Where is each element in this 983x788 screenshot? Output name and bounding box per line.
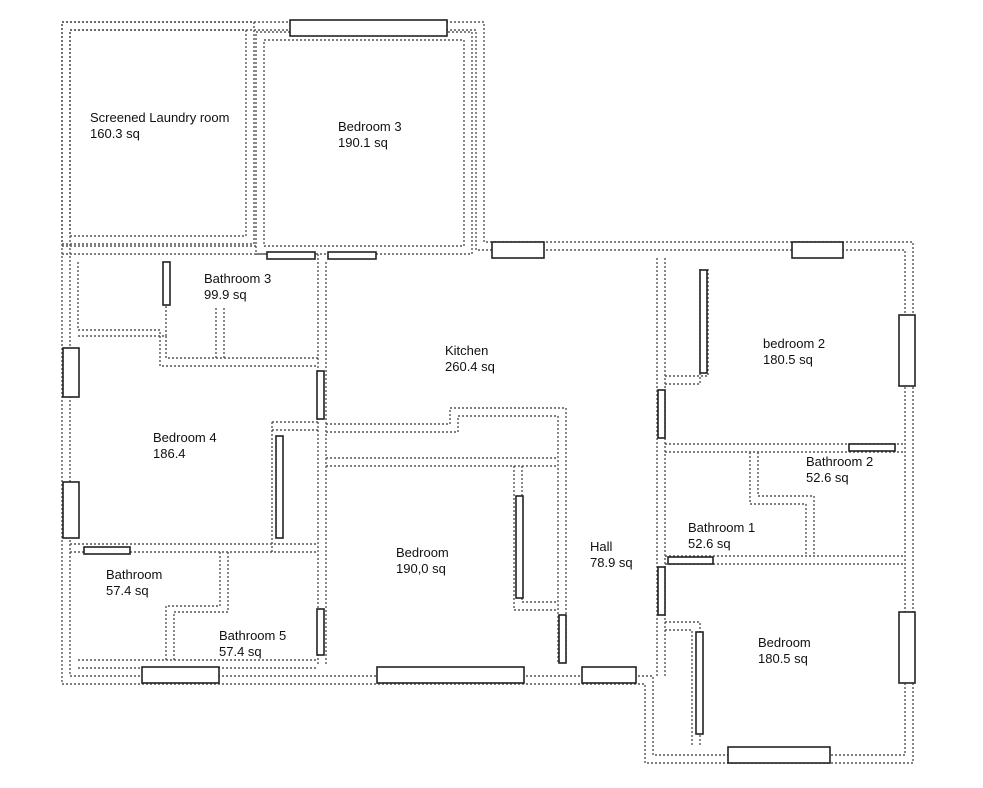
bedroom3-name: Bedroom 3 bbox=[338, 119, 402, 134]
bedroom-center-wall bbox=[326, 457, 558, 611]
bathroom3-area: 99.9 sq bbox=[204, 287, 247, 302]
windows bbox=[62, 19, 916, 764]
window-bathroom-south bbox=[141, 666, 220, 684]
closet-bedroom-center bbox=[515, 495, 524, 599]
bathroom2-area: 52.6 sq bbox=[806, 470, 849, 485]
laundry-room-outline bbox=[61, 21, 255, 245]
laundry-area: 160.3 sq bbox=[90, 126, 140, 141]
closet-bedroom-se bbox=[695, 631, 704, 735]
door-bedroom-center bbox=[558, 614, 567, 664]
bedroom4-name: Bedroom 4 bbox=[153, 430, 217, 445]
window-bedroom2-north bbox=[791, 241, 844, 259]
bedroom4-walls bbox=[70, 421, 318, 669]
bathroom5-wall-path bbox=[78, 552, 318, 669]
bathroom3-wall-path bbox=[77, 262, 318, 367]
room-labels: Screened Laundry room 160.3 sq Bedroom 3… bbox=[90, 110, 873, 666]
door-bathroom bbox=[83, 546, 131, 555]
kitchen-walls bbox=[326, 407, 567, 664]
door-kitchen-west bbox=[316, 370, 325, 420]
door-bedroom-se bbox=[657, 566, 666, 616]
window-bedroom2-east bbox=[898, 314, 916, 387]
east-wing-walls bbox=[656, 258, 905, 746]
kitchen-area: 260.4 sq bbox=[445, 359, 495, 374]
window-kitchen-north bbox=[491, 241, 545, 259]
door-bathroom5 bbox=[316, 608, 325, 656]
closet-bedroom4 bbox=[275, 435, 284, 539]
laundry-room-inner bbox=[69, 29, 247, 237]
window-bedroom4-1 bbox=[62, 347, 80, 398]
bathroom3-name: Bathroom 3 bbox=[204, 271, 271, 286]
door-bathroom2 bbox=[848, 443, 896, 452]
door-bathroom3 bbox=[162, 261, 171, 306]
bathroom1-area: 52.6 sq bbox=[688, 536, 731, 551]
bedroom-se-area: 180.5 sq bbox=[758, 651, 808, 666]
window-bedroom-se-south bbox=[727, 746, 831, 764]
window-bedroom3-north bbox=[289, 19, 448, 37]
outer-wall-path bbox=[61, 21, 914, 764]
bedroom4-area: 186.4 bbox=[153, 446, 186, 461]
door-bedroom3-1 bbox=[266, 251, 316, 260]
bathroom-name: Bathroom bbox=[106, 567, 162, 582]
bathroom-area: 57.4 sq bbox=[106, 583, 149, 598]
window-hall-south bbox=[581, 666, 637, 684]
bathroom2-name: Bathroom 2 bbox=[806, 454, 873, 469]
door-bathroom1 bbox=[667, 556, 714, 565]
hall-area: 78.9 sq bbox=[590, 555, 633, 570]
bathroom1-name: Bathroom 1 bbox=[688, 520, 755, 535]
window-bedroom-se-east bbox=[898, 611, 916, 684]
window-bedroom-center-south bbox=[376, 666, 525, 684]
bedroom-center-name: Bedroom bbox=[396, 545, 449, 560]
bedroom-center-area: 190,0 sq bbox=[396, 561, 446, 576]
bedroom2-area: 180.5 sq bbox=[763, 352, 813, 367]
bedroom-se-closet-wall bbox=[665, 621, 701, 746]
kitchen-counter-wall bbox=[326, 407, 567, 664]
bedroom3-area: 190.1 sq bbox=[338, 135, 388, 150]
kitchen-name: Kitchen bbox=[445, 343, 488, 358]
bedroom-se-name: Bedroom bbox=[758, 635, 811, 650]
laundry-name: Screened Laundry room bbox=[90, 110, 229, 125]
bedroom2-name: bedroom 2 bbox=[763, 336, 825, 351]
bathroom5-area: 57.4 sq bbox=[219, 644, 262, 659]
outer-wall-inner-path bbox=[69, 29, 906, 756]
outer-walls bbox=[61, 21, 914, 764]
kitchen-west-wall bbox=[317, 254, 327, 665]
window-bedroom4-2 bbox=[62, 481, 80, 539]
hall-name: Hall bbox=[590, 539, 613, 554]
bedroom3-inner bbox=[263, 39, 465, 247]
bathroom5-name: Bathroom 5 bbox=[219, 628, 286, 643]
bathroom-divider-wall bbox=[749, 452, 815, 556]
bathroom3-walls bbox=[77, 262, 318, 367]
door-bedroom2 bbox=[657, 389, 666, 439]
closet-bedroom2 bbox=[699, 269, 708, 374]
door-bedroom3-2 bbox=[327, 251, 377, 260]
bedroom4-wall-path bbox=[70, 421, 318, 553]
